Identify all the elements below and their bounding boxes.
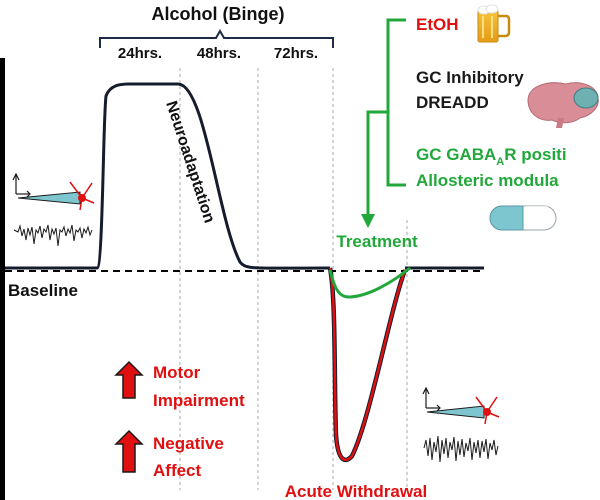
etoh-label: EtOH <box>416 15 459 34</box>
beer-mug-icon <box>477 4 511 43</box>
time-label-48: 48hrs. <box>197 45 241 62</box>
time-label-24: 24hrs. <box>118 45 162 62</box>
recording-electrode-icon-right <box>422 386 500 425</box>
negative-affect-line1: Negative <box>153 434 224 453</box>
treatment-curve <box>328 266 411 299</box>
y-axis-bar <box>0 58 5 500</box>
diagram-title: Alcohol (Binge) <box>152 4 285 24</box>
acute-withdrawal-label: Acute Withdrawal <box>285 482 427 500</box>
withdrawal-curve <box>328 267 407 462</box>
dreadd-label-line2: DREADD <box>416 93 489 112</box>
time-bracket <box>99 28 334 48</box>
motor-impairment-line1: Motor <box>153 363 201 382</box>
motor-impairment-line2: Impairment <box>153 391 245 410</box>
recording-electrode-icon-left <box>12 172 95 211</box>
withdrawal-curve-outline <box>327 267 408 463</box>
capsule-icon <box>489 205 557 231</box>
time-guide-lines <box>179 68 408 490</box>
baseline-label: Baseline <box>8 281 78 300</box>
time-label-72: 72hrs. <box>274 45 318 62</box>
dreadd-label-line1: GC Inhibitory <box>416 68 524 87</box>
gaba-label-line1: GC GABAAR positi <box>416 145 567 168</box>
neural-trace-right <box>423 435 499 463</box>
neural-trace-left <box>13 224 93 247</box>
neuroadaptation-curve <box>5 82 484 270</box>
treatment-label: Treatment <box>336 232 418 251</box>
negative-affect-line2: Affect <box>153 461 202 480</box>
neuroadaptation-label: Neuroadaptation <box>162 99 217 225</box>
up-arrow-icon <box>114 360 144 399</box>
treatment-bracket <box>366 18 406 218</box>
gaba-label-line2: Allosteric modula <box>416 171 559 190</box>
brain-icon <box>527 82 599 128</box>
treatment-arrowhead <box>361 214 375 228</box>
up-arrow-icon <box>114 429 144 473</box>
